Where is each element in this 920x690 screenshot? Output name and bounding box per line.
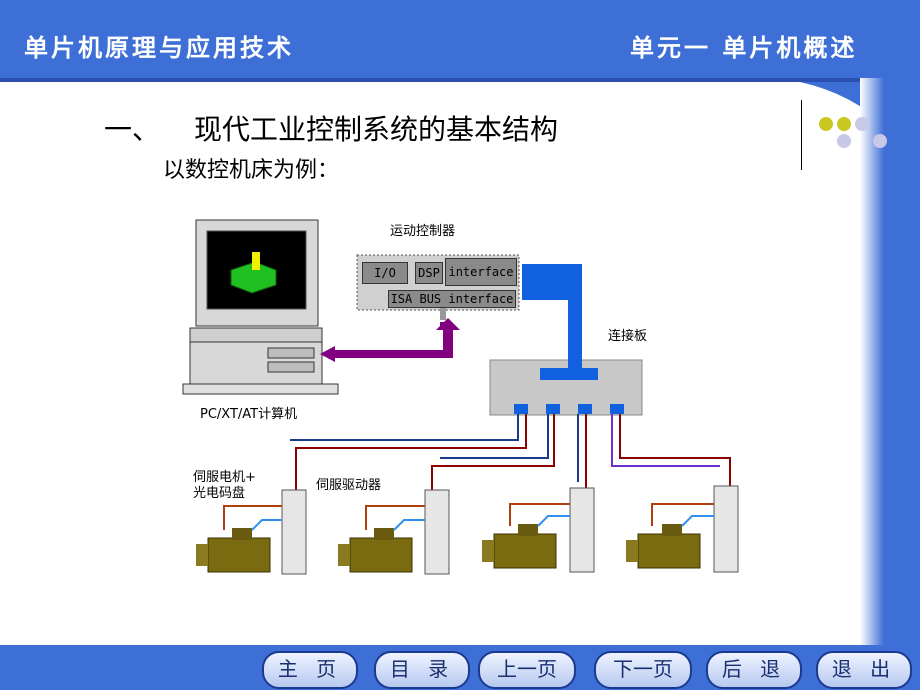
servo-unit-2 xyxy=(338,489,450,575)
servo-unit-4 xyxy=(626,485,739,573)
home-button[interactable]: 主 页 xyxy=(262,651,358,689)
unit-title: 单元一 单片机概述 xyxy=(630,33,858,62)
servo-unit-1 xyxy=(196,489,307,575)
interface-label: interface xyxy=(445,258,517,286)
motion-controller-label: 运动控制器 xyxy=(390,224,456,239)
decor-dot xyxy=(837,134,851,148)
servo-motor-label-2: 光电码盘 xyxy=(193,486,246,501)
dsp-label: DSP xyxy=(415,262,443,284)
subtitle: 以数控机床为例： xyxy=(163,158,340,183)
heading-number: 一、 xyxy=(104,113,161,146)
computer-icon xyxy=(182,219,339,395)
section-heading: 一、现代工业控制系统的基本结构 xyxy=(104,108,558,148)
servo-motor-label-1: 伺服电机+ xyxy=(193,470,256,485)
isa-bus-label: ISA BUS interface xyxy=(388,290,516,308)
io-label: I/O xyxy=(362,262,408,284)
servo-driver-label: 伺服驱动器 xyxy=(316,478,382,493)
next-page-button[interactable]: 下一页 xyxy=(594,651,692,689)
prev-page-button[interactable]: 上一页 xyxy=(478,651,576,689)
heading-text: 现代工业控制系统的基本结构 xyxy=(194,113,559,146)
right-band xyxy=(860,78,920,690)
servo-unit-3 xyxy=(482,487,595,573)
divider-line xyxy=(801,100,802,170)
computer-label: PC/XT/AT计算机 xyxy=(200,407,298,422)
connector-board-label: 连接板 xyxy=(608,329,648,344)
back-button[interactable]: 后 退 xyxy=(706,651,802,689)
decor-dot xyxy=(855,117,869,131)
decor-dot xyxy=(837,117,851,131)
course-title: 单片机原理与应用技术 xyxy=(24,33,294,62)
toc-button[interactable]: 目 录 xyxy=(374,651,470,689)
decor-dot xyxy=(873,134,887,148)
decor-dot xyxy=(819,117,833,131)
header-bar: 单片机原理与应用技术 单元一 单片机概述 xyxy=(0,0,920,82)
exit-button[interactable]: 退 出 xyxy=(816,651,912,689)
